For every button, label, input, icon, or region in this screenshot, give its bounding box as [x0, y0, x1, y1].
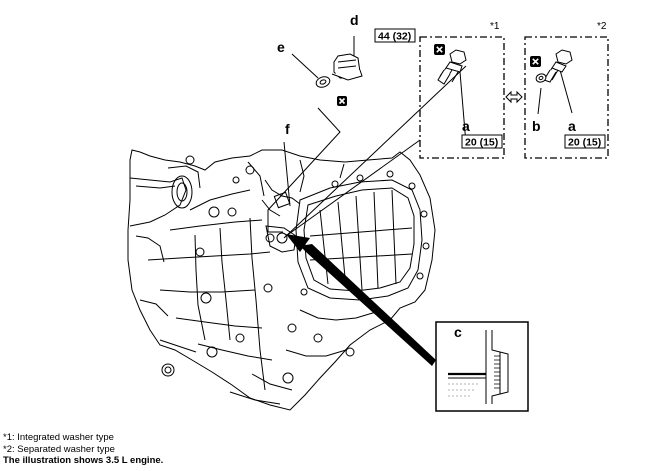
- integrated-box-leader-lower: [285, 139, 421, 237]
- torque-label-integrated: 20 (15): [461, 134, 503, 149]
- callout-a-integrated: a: [462, 118, 470, 134]
- torque-value-separated: 20 (15): [568, 137, 601, 149]
- drain-plug-leader: [267, 107, 341, 233]
- callout-f: f: [285, 121, 290, 137]
- replace-icon: [434, 44, 445, 55]
- callout-e-leader: [291, 53, 319, 79]
- separated-washer-box: [524, 36, 609, 159]
- callout-e: e: [277, 39, 285, 55]
- callout-d: d: [350, 12, 359, 28]
- callout-c: c: [454, 324, 462, 340]
- callout-f-leader: [283, 141, 291, 207]
- separated-washer-bolt: [535, 49, 573, 83]
- integrated-box-leader: [283, 65, 467, 239]
- separated-box-marker: *2: [597, 21, 607, 32]
- alternative-arrow: [505, 90, 523, 104]
- integrated-washer-box: [419, 36, 505, 159]
- replace-icon: [530, 56, 541, 67]
- callout-b-leader: [537, 87, 542, 115]
- callout-a1-leader: [459, 71, 467, 145]
- torque-label-drain: 44 (32): [374, 28, 416, 43]
- drain-plug-assembly: [315, 53, 363, 88]
- replace-icon: [337, 96, 347, 106]
- integrated-washer-bolt: [437, 49, 467, 85]
- detail-view-box: [435, 321, 529, 412]
- transmission-housing: [127, 149, 436, 411]
- notes: *1: Integrated washer type *2: Separated…: [3, 432, 163, 467]
- callout-a-separated: a: [568, 118, 576, 134]
- torque-value-integrated: 20 (15): [465, 137, 498, 149]
- torque-value-drain: 44 (32): [378, 31, 411, 43]
- callout-b: b: [532, 118, 541, 134]
- note-integrated-washer: *1: Integrated washer type: [3, 432, 114, 443]
- callout-a2-leader: [559, 69, 573, 114]
- detail-arrow: [286, 234, 436, 366]
- note-separated-washer: *2: Separated washer type: [3, 443, 115, 455]
- torque-label-separated: 20 (15): [564, 134, 606, 149]
- integrated-box-marker: *1: [490, 21, 500, 32]
- note-engine: The illustration shows 3.5 L engine.: [3, 455, 164, 466]
